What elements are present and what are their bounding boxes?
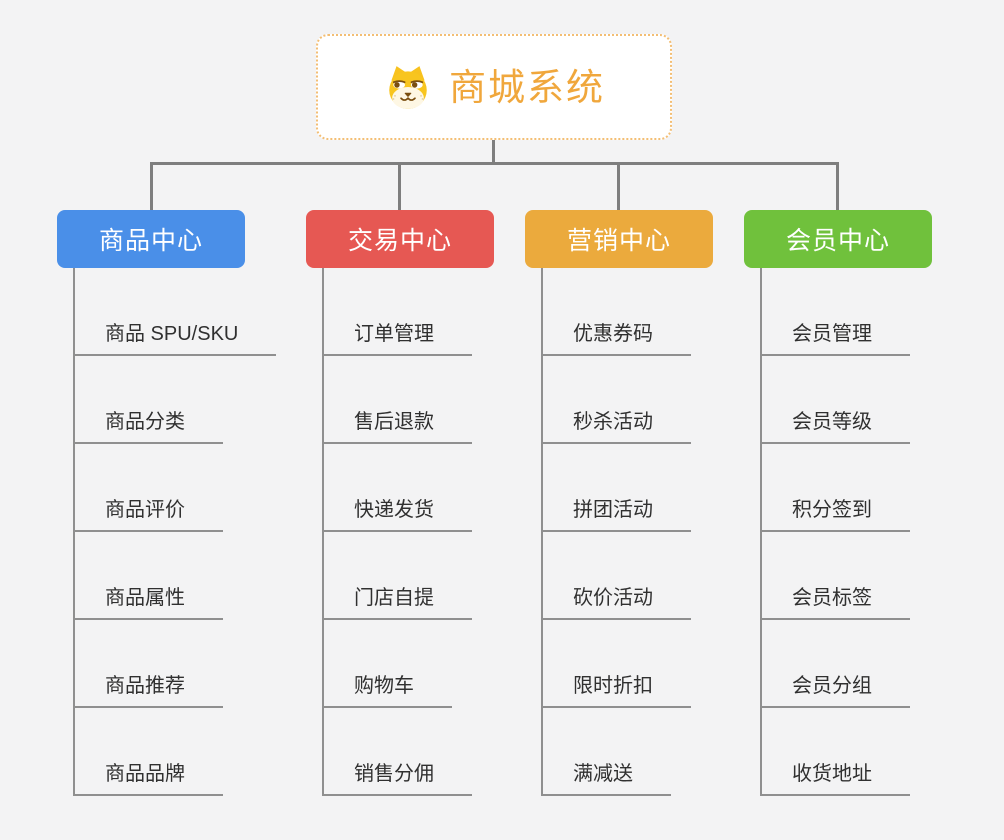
branch-drop-line [617, 162, 620, 210]
leaf-node[interactable]: 商品品牌 [75, 708, 245, 796]
leaf-list: 会员管理 会员等级 积分签到 会员标签 会员分组 收货地址 [760, 268, 932, 796]
leaf-label: 会员标签 [762, 581, 910, 620]
leaf-node[interactable]: 商品 SPU/SKU [75, 268, 277, 356]
leaf-node[interactable]: 会员标签 [762, 532, 932, 620]
branch-trade-center: 交易中心 订单管理 售后退款 快递发货 门店自提 购物车 销售分佣 [306, 210, 494, 796]
leaf-node[interactable]: 秒杀活动 [543, 356, 713, 444]
leaf-list: 订单管理 售后退款 快递发货 门店自提 购物车 销售分佣 [322, 268, 494, 796]
leaf-list: 优惠券码 秒杀活动 拼团活动 砍价活动 限时折扣 满减送 [541, 268, 713, 796]
leaf-node[interactable]: 商品分类 [75, 356, 245, 444]
leaf-label: 销售分佣 [324, 757, 472, 796]
branch-drop-line [398, 162, 401, 210]
leaf-label: 商品属性 [75, 581, 223, 620]
branch-node[interactable]: 会员中心 [744, 210, 932, 268]
leaf-node[interactable]: 砍价活动 [543, 532, 713, 620]
leaf-label: 商品 SPU/SKU [75, 317, 277, 356]
leaf-node[interactable]: 积分签到 [762, 444, 932, 532]
leaf-node[interactable]: 商品评价 [75, 444, 245, 532]
leaf-label: 会员分组 [762, 669, 910, 708]
leaf-node[interactable]: 限时折扣 [543, 620, 713, 708]
leaf-label: 售后退款 [324, 405, 472, 444]
leaf-label: 商品分类 [75, 405, 223, 444]
leaf-node[interactable]: 快递发货 [324, 444, 494, 532]
root-connector-line [492, 140, 495, 163]
leaf-node[interactable]: 优惠券码 [543, 268, 713, 356]
leaf-list: 商品 SPU/SKU 商品分类 商品评价 商品属性 商品推荐 商品品牌 [73, 268, 277, 796]
leaf-label: 积分签到 [762, 493, 910, 532]
leaf-node[interactable]: 满减送 [543, 708, 713, 796]
leaf-label: 会员等级 [762, 405, 910, 444]
leaf-node[interactable]: 门店自提 [324, 532, 494, 620]
leaf-label: 优惠券码 [543, 317, 691, 356]
branch-node[interactable]: 营销中心 [525, 210, 713, 268]
branch-drop-line [150, 162, 153, 210]
branch-marketing-center: 营销中心 优惠券码 秒杀活动 拼团活动 砍价活动 限时折扣 满减送 [525, 210, 713, 796]
leaf-label: 购物车 [324, 669, 452, 708]
shiba-dog-icon [389, 66, 427, 109]
leaf-label: 商品评价 [75, 493, 223, 532]
leaf-node[interactable]: 商品推荐 [75, 620, 245, 708]
leaf-label: 限时折扣 [543, 669, 691, 708]
leaf-node[interactable]: 商品属性 [75, 532, 245, 620]
branch-cross-line [150, 162, 838, 165]
leaf-label: 拼团活动 [543, 493, 691, 532]
leaf-node[interactable]: 收货地址 [762, 708, 932, 796]
branch-member-center: 会员中心 会员管理 会员等级 积分签到 会员标签 会员分组 收货地址 [744, 210, 932, 796]
leaf-label: 快递发货 [324, 493, 472, 532]
root-title: 商城系统 [449, 66, 605, 108]
leaf-label: 满减送 [543, 757, 671, 796]
leaf-label: 商品品牌 [75, 757, 223, 796]
leaf-node[interactable]: 会员管理 [762, 268, 932, 356]
leaf-label: 收货地址 [762, 757, 910, 796]
root-node[interactable]: 商城系统 [316, 34, 672, 140]
leaf-node[interactable]: 购物车 [324, 620, 494, 708]
leaf-node[interactable]: 拼团活动 [543, 444, 713, 532]
leaf-node[interactable]: 会员等级 [762, 356, 932, 444]
leaf-node[interactable]: 销售分佣 [324, 708, 494, 796]
leaf-label: 会员管理 [762, 317, 910, 356]
leaf-node[interactable]: 订单管理 [324, 268, 494, 356]
leaf-label: 订单管理 [324, 317, 472, 356]
branch-node[interactable]: 交易中心 [306, 210, 494, 268]
leaf-label: 秒杀活动 [543, 405, 691, 444]
branch-node[interactable]: 商品中心 [57, 210, 245, 268]
branch-drop-line [836, 162, 839, 210]
branch-product-center: 商品中心 商品 SPU/SKU 商品分类 商品评价 商品属性 商品推荐 商品品牌 [57, 210, 277, 796]
leaf-label: 砍价活动 [543, 581, 691, 620]
leaf-node[interactable]: 售后退款 [324, 356, 494, 444]
leaf-node[interactable]: 会员分组 [762, 620, 932, 708]
leaf-label: 门店自提 [324, 581, 472, 620]
leaf-label: 商品推荐 [75, 669, 223, 708]
